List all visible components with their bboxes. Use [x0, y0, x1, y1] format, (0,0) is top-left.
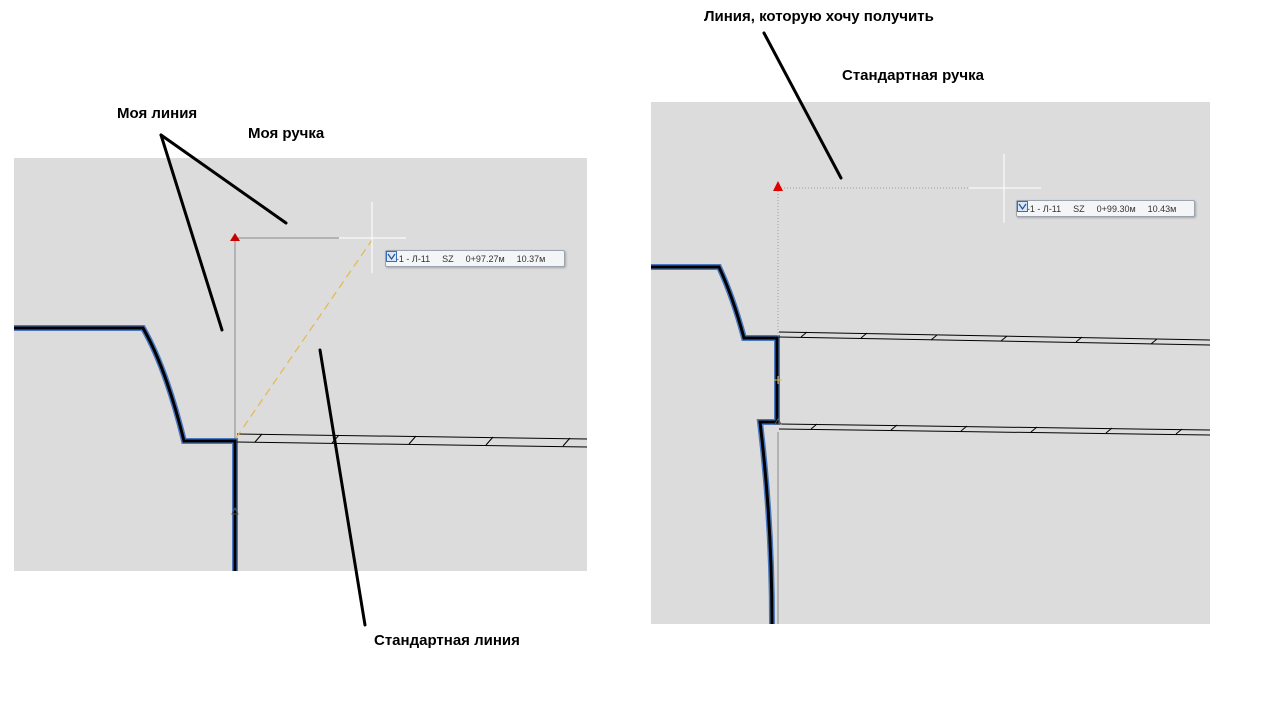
right-drawing — [651, 154, 1210, 624]
label-desired-line: Линия, которую хочу получить — [704, 8, 934, 25]
hatch-line-bottom — [236, 441, 587, 448]
tooltip-code: SZ — [442, 253, 454, 264]
label-my-line: Моя линия — [117, 105, 198, 122]
right-polyline-highlight — [651, 264, 780, 624]
left-polyline-highlight — [14, 325, 238, 571]
lower-hatch-bottom — [778, 428, 1210, 436]
right-tooltip: Л-1 - Л-11 SZ 0+99.30м 10.43м — [1016, 200, 1195, 217]
label-standard-grip: Стандартная ручка — [842, 67, 984, 84]
left-viewport[interactable]: Л-1 - Л-11 SZ 0+97.27м 10.37м — [14, 158, 587, 571]
lower-hatch-top — [778, 423, 1210, 431]
tooltip-offset: 10.37м — [516, 253, 546, 264]
tooltip-alignment: Л-1 - Л-11 — [1021, 203, 1062, 214]
alignment-icon — [1017, 201, 1028, 212]
hatch-line-top — [236, 433, 587, 440]
tooltip-code: SZ — [1073, 203, 1085, 214]
label-standard-line: Стандартная линия — [374, 632, 520, 649]
vertex-marker — [231, 506, 239, 515]
upper-hatch-ticks — [800, 331, 1158, 345]
upper-hatch-bottom — [778, 336, 1210, 346]
vertex-marker — [774, 418, 782, 425]
tooltip-alignment: Л-1 - Л-11 — [390, 253, 431, 264]
tooltip-station: 0+97.27м — [465, 253, 505, 264]
label-my-grip: Моя ручка — [248, 125, 325, 142]
alignment-icon — [386, 251, 397, 262]
left-polyline — [14, 326, 237, 571]
left-drawing — [14, 202, 587, 571]
lower-hatch-ticks — [810, 423, 1183, 435]
tooltip-station: 0+99.30м — [1096, 203, 1136, 214]
left-tooltip: Л-1 - Л-11 SZ 0+97.27м 10.37м — [385, 250, 565, 267]
right-viewport[interactable]: Л-1 - Л-11 SZ 0+99.30м 10.43м — [651, 102, 1210, 624]
standard-grip-triangle — [773, 181, 783, 191]
standard-dashed-line — [235, 239, 373, 439]
upper-hatch-top — [778, 331, 1210, 341]
my-grip-triangle — [230, 233, 240, 241]
right-polyline — [651, 265, 779, 624]
tooltip-offset: 10.43м — [1147, 203, 1177, 214]
